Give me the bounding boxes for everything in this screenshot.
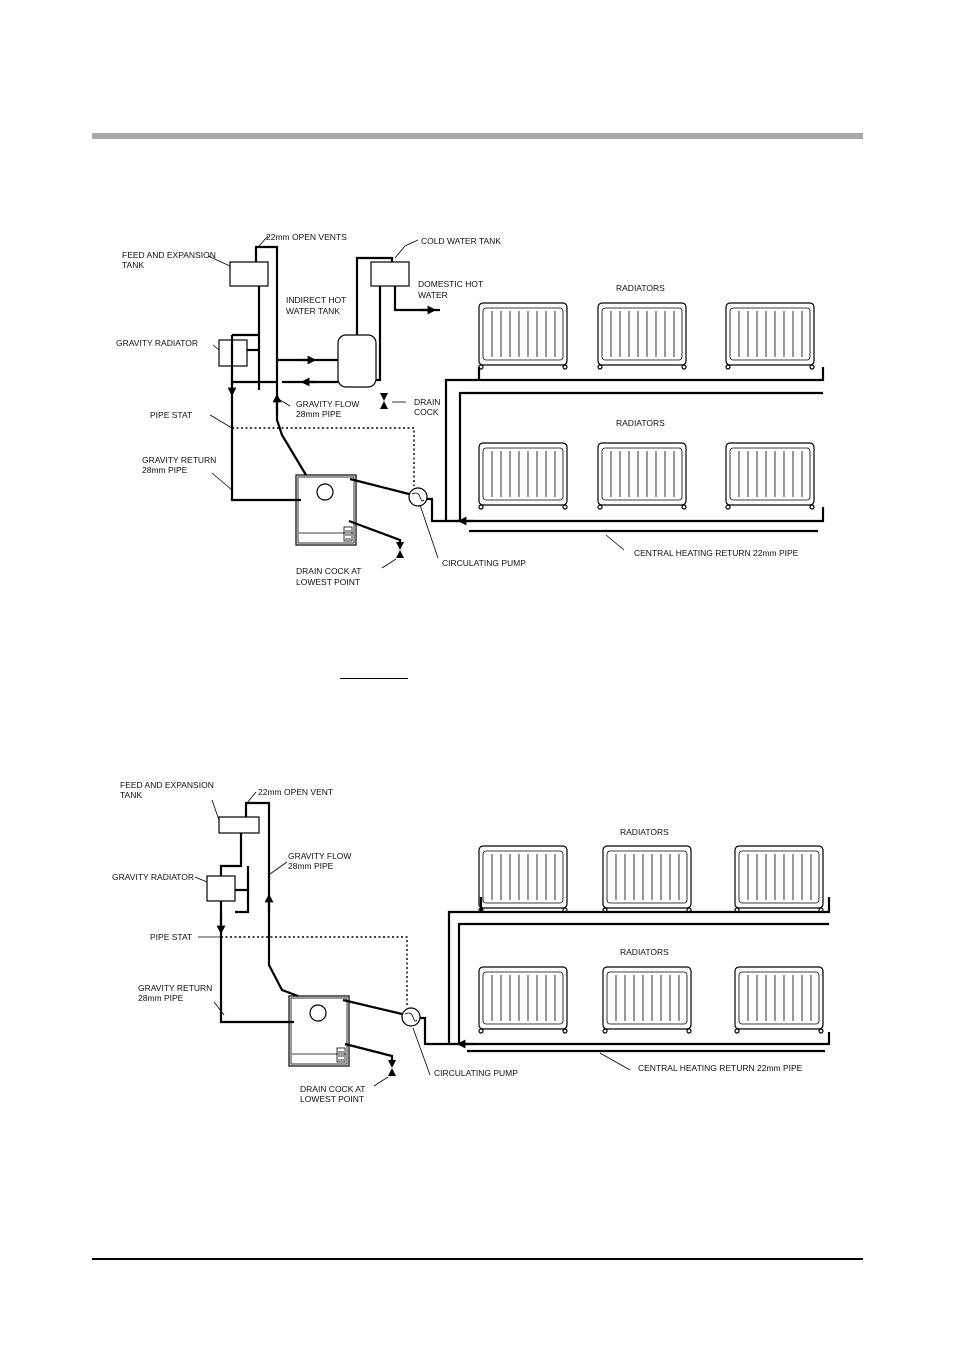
label-gravity-flow-2: 28mm PIPE xyxy=(296,409,342,419)
drain-cock-lowest xyxy=(388,1060,396,1076)
label-gravity-return-1: GRAVITY RETURN xyxy=(142,455,216,465)
label-gravity-radiator: GRAVITY RADIATOR xyxy=(112,872,194,882)
pipe-stat-wiring xyxy=(232,427,415,486)
label-gravity-return-2: 28mm PIPE xyxy=(138,993,184,1003)
feed-expansion-tank xyxy=(229,261,269,287)
drain-cock-lowest xyxy=(396,542,404,558)
diagram-2: FEED AND EXPANSION TANK 22mm OPEN VENT G… xyxy=(112,780,831,1104)
label-feed-tank-1: FEED AND EXPANSION xyxy=(122,250,216,260)
figure-caption xyxy=(340,662,408,679)
label-circulating-pump: CIRCULATING PUMP xyxy=(442,558,526,568)
radiator xyxy=(734,966,824,1034)
label-pipe-stat: PIPE STAT xyxy=(150,410,192,420)
radiator xyxy=(602,966,692,1034)
radiator xyxy=(725,302,815,370)
label-drain-cock-1: DRAIN xyxy=(414,397,440,407)
label-indirect-tank-1: INDIRECT HOT xyxy=(286,295,346,305)
label-gravity-radiator: GRAVITY RADIATOR xyxy=(116,338,198,348)
label-gravity-return-2: 28mm PIPE xyxy=(142,465,188,475)
pipework xyxy=(219,801,831,1060)
label-drain-cock-lowest-2: LOWEST POINT xyxy=(296,577,360,587)
flow-arrows xyxy=(227,305,474,526)
pipework xyxy=(230,245,825,542)
label-domestic-hot-water-2: WATER xyxy=(418,290,448,300)
feed-expansion-tank xyxy=(218,816,260,834)
pipe-stat-wiring xyxy=(221,936,408,1006)
label-open-vent: 22mm OPEN VENT xyxy=(258,787,333,797)
drain-cock xyxy=(380,393,388,409)
label-indirect-tank-2: WATER TANK xyxy=(286,306,340,316)
boiler xyxy=(295,474,357,546)
label-feed-tank-2: TANK xyxy=(120,790,142,800)
radiator xyxy=(478,966,568,1034)
circulating-pump xyxy=(401,1007,421,1027)
label-circulating-pump: CIRCULATING PUMP xyxy=(434,1068,518,1078)
diagram-1: FEED AND EXPANSION TANK 22mm OPEN VENTS … xyxy=(116,232,825,587)
radiators-upper-row xyxy=(478,845,824,913)
label-gravity-return-1: GRAVITY RETURN xyxy=(138,983,212,993)
radiator xyxy=(478,302,568,370)
label-drain-cock-lowest-1: DRAIN COCK AT xyxy=(300,1084,366,1094)
header-rule xyxy=(92,133,863,139)
label-radiators-upper: RADIATORS xyxy=(616,283,665,293)
label-feed-tank-2: TANK xyxy=(122,260,144,270)
flow-arrows xyxy=(216,893,474,1049)
radiator xyxy=(478,442,568,510)
radiators-upper-row xyxy=(478,302,815,370)
label-pipe-stat: PIPE STAT xyxy=(150,932,192,942)
radiator xyxy=(597,442,687,510)
label-ch-return: CENTRAL HEATING RETURN 22mm PIPE xyxy=(634,548,799,558)
circulating-pump xyxy=(408,487,428,507)
radiators-lower-row xyxy=(478,442,815,510)
boiler xyxy=(288,995,350,1067)
label-open-vents: 22mm OPEN VENTS xyxy=(266,232,347,242)
radiator xyxy=(725,442,815,510)
radiator xyxy=(478,845,568,913)
radiator xyxy=(597,302,687,370)
label-ch-return: CENTRAL HEATING RETURN 22mm PIPE xyxy=(638,1063,803,1073)
label-drain-cock-lowest-2: LOWEST POINT xyxy=(300,1094,364,1104)
gravity-radiator xyxy=(206,875,236,902)
label-drain-cock-2: COCK xyxy=(414,407,439,417)
radiators-lower-row xyxy=(478,966,824,1034)
label-cold-water-tank: COLD WATER TANK xyxy=(421,236,501,246)
label-radiators-lower: RADIATORS xyxy=(616,418,665,428)
label-feed-tank-1: FEED AND EXPANSION xyxy=(120,780,214,790)
label-drain-cock-lowest-1: DRAIN COCK AT xyxy=(296,566,362,576)
label-gravity-flow-1: GRAVITY FLOW xyxy=(288,851,351,861)
label-radiators-upper: RADIATORS xyxy=(620,827,669,837)
label-domestic-hot-water-1: DOMESTIC HOT xyxy=(418,279,483,289)
label-gravity-flow-1: GRAVITY FLOW xyxy=(296,399,359,409)
indirect-hot-water-tank xyxy=(337,334,377,388)
cold-water-tank xyxy=(370,261,410,287)
label-radiators-lower: RADIATORS xyxy=(620,947,669,957)
label-gravity-flow-2: 28mm PIPE xyxy=(288,861,334,871)
radiator xyxy=(734,845,824,913)
footer-rule xyxy=(92,1258,863,1260)
radiator xyxy=(602,845,692,913)
